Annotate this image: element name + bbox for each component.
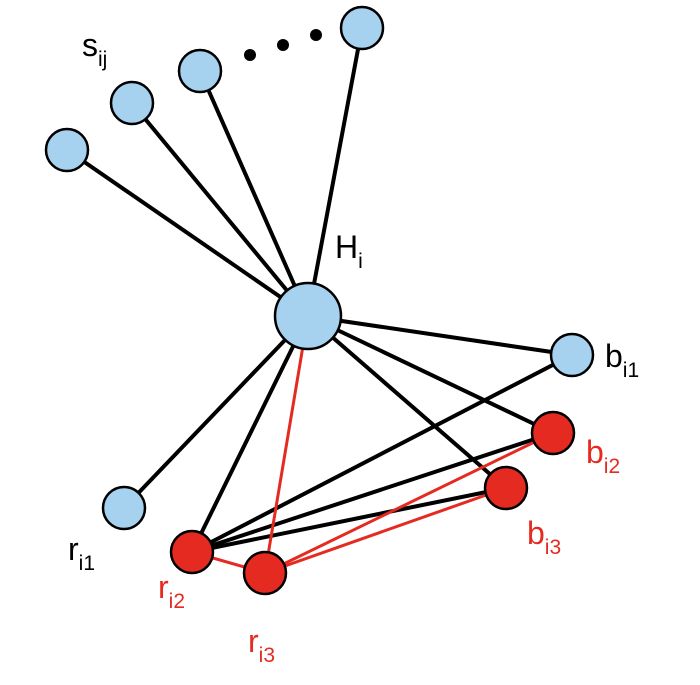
edge-hub-r1 (122, 314, 310, 510)
node-r1 (101, 485, 147, 531)
edge-r2-b1 (190, 353, 574, 554)
edge-hub-s3 (198, 69, 310, 318)
edge-r3-b3 (263, 486, 508, 575)
ellipsis-dot (310, 29, 322, 41)
node-s3 (177, 48, 223, 94)
edge-hub-r3 (263, 314, 310, 575)
blue-nodes (44, 5, 595, 531)
label-r-i3: ri3 (248, 623, 275, 667)
edge-r2-b2 (190, 431, 555, 554)
node-r3 (242, 550, 288, 596)
black-edges (65, 26, 574, 554)
edge-hub-r2 (190, 314, 310, 554)
red-nodes (169, 410, 576, 596)
node-s4 (339, 5, 385, 51)
ellipsis-dot (277, 39, 289, 51)
label-b-i3: bi3 (527, 515, 561, 559)
node-r2 (169, 529, 215, 575)
label-r-i2: ri2 (158, 569, 185, 613)
label-h-i: Hi (335, 229, 363, 273)
label-b-i1: bi1 (605, 338, 639, 382)
edge-r2-b3 (190, 486, 508, 554)
label-r-i1: ri1 (68, 531, 95, 575)
edge-hub-s2 (130, 101, 310, 318)
ellipsis-dot (244, 49, 256, 61)
edge-hub-b1 (306, 314, 574, 357)
edge-r3-b2 (263, 431, 555, 575)
node-b3 (483, 465, 529, 511)
edge-hub-s1 (65, 148, 310, 318)
edge-hub-s4 (306, 26, 364, 318)
ellipsis-dots (244, 29, 322, 61)
label-b-i2: bi2 (586, 434, 620, 478)
node-labels: sij Hi bi1 bi2 bi3 ri1 ri2 ri3 (68, 27, 639, 667)
node-s2 (109, 80, 155, 126)
node-b1 (549, 332, 595, 378)
label-s-ij: sij (82, 27, 107, 71)
node-b2 (530, 410, 576, 456)
edge-hub-b2 (306, 314, 555, 435)
node-hub-h (273, 281, 343, 351)
node-s1 (44, 127, 90, 173)
